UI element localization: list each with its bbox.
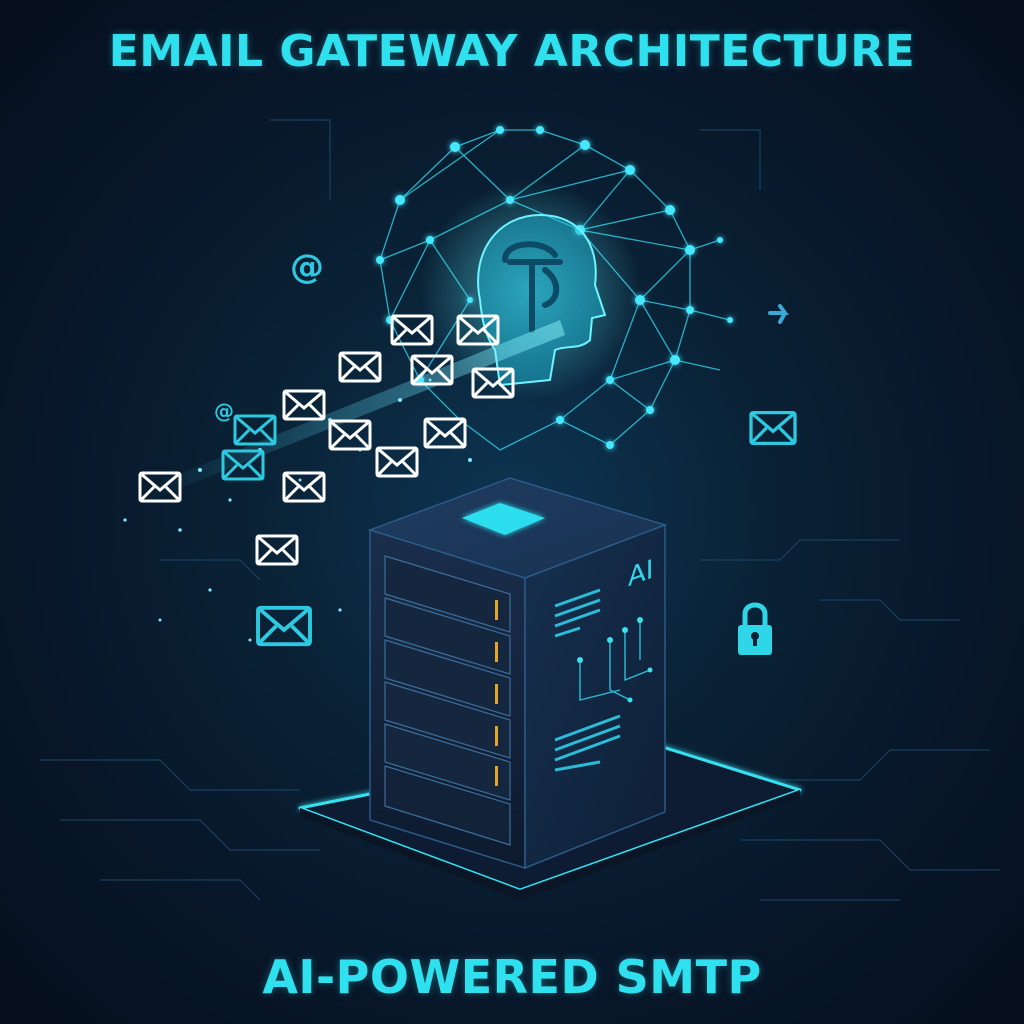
circuit-traces	[40, 119, 1000, 901]
envelope-icon	[749, 410, 797, 446]
side-traces	[579, 620, 651, 701]
arrow-right-icon	[768, 304, 789, 324]
envelope-icon	[255, 534, 299, 566]
at-sign-icon: @	[214, 399, 234, 423]
envelope-icon	[375, 446, 419, 478]
rack-unit	[384, 639, 511, 717]
rack-unit	[384, 555, 511, 633]
rack-unit	[384, 681, 511, 759]
envelope-icon	[328, 419, 372, 451]
glowing-chip	[462, 503, 545, 535]
page-subtitle: AI-POWERED SMTP	[262, 950, 762, 1004]
envelope-icon	[423, 417, 467, 449]
envelope-icon	[338, 351, 382, 383]
rack-unit	[384, 597, 511, 675]
envelope-icon	[282, 389, 326, 421]
envelope-icon	[390, 314, 434, 346]
rack-unit	[384, 765, 511, 846]
data-beam	[140, 320, 565, 500]
rack-unit	[384, 723, 511, 801]
server-rack: AI	[367, 477, 668, 870]
rack-units	[384, 555, 511, 846]
at-sign-icon: @	[290, 247, 324, 287]
envelope-icon	[233, 414, 277, 446]
envelope-icon	[282, 471, 326, 503]
page-title: EMAIL GATEWAY ARCHITECTURE	[108, 26, 916, 77]
envelope-icon	[256, 605, 312, 647]
padlock-icon	[738, 602, 772, 655]
side-circuitry	[554, 588, 621, 772]
